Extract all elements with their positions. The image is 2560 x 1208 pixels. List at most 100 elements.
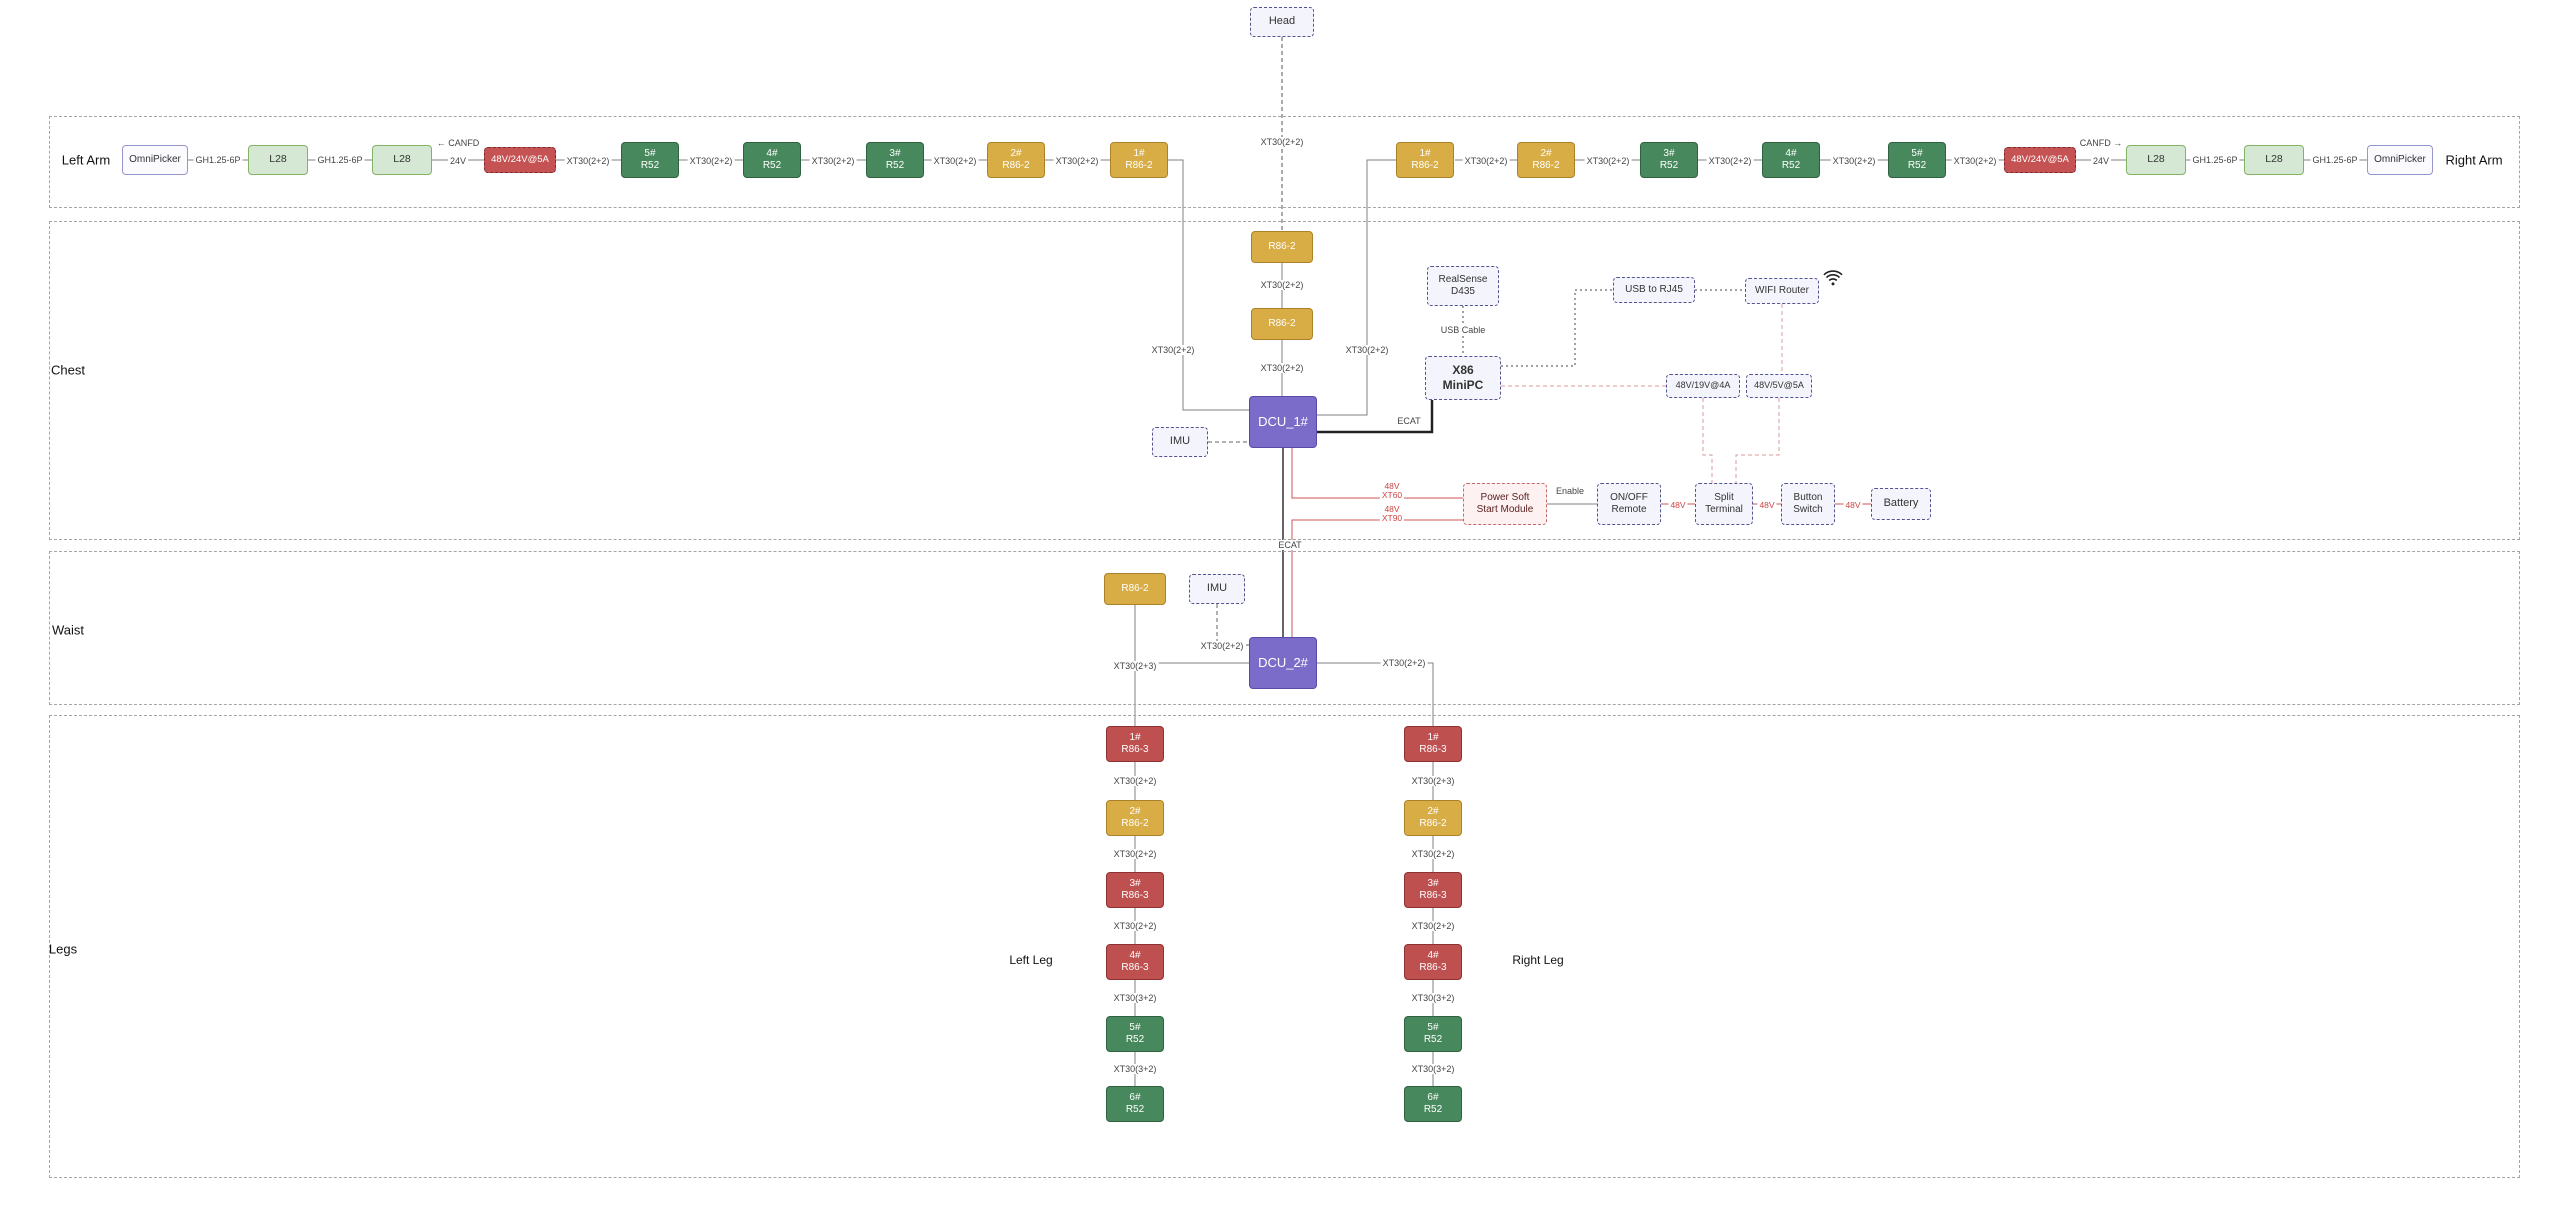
node-converter-19v: 48V/19V@4A: [1666, 374, 1740, 398]
node-waist-r86: R86-2: [1104, 573, 1166, 605]
node-realsense: RealSense D435: [1427, 266, 1499, 306]
node-split-terminal: Split Terminal: [1695, 483, 1753, 525]
edge-label: GH1.25-6P: [2190, 155, 2240, 165]
waist-label: Waist: [51, 622, 85, 638]
node-usb-to-rj45: USB to RJ45: [1613, 277, 1695, 303]
node-right-arm-joint2: 2# R86-2: [1517, 142, 1575, 178]
node-left-arm-joint3: 3# R52: [866, 142, 924, 178]
edge-label: XT30(2+2): [1111, 776, 1159, 786]
edge-label: XT30(2+2): [564, 156, 612, 166]
arms-section: [49, 116, 2520, 208]
edge-label: XT30(2+2): [1706, 156, 1754, 166]
edge-label-ecat: ECAT: [1276, 540, 1304, 550]
node-right-leg-joint6: 6# R52: [1404, 1086, 1462, 1122]
node-left-leg-joint1: 1# R86-3: [1106, 726, 1164, 762]
node-left-l28-2: L28: [372, 145, 432, 175]
node-right-leg-joint1: 1# R86-3: [1404, 726, 1462, 762]
node-left-arm-joint4: 4# R52: [743, 142, 801, 178]
node-right-leg-joint2: 2# R86-2: [1404, 800, 1462, 836]
node-right-leg-joint3: 3# R86-3: [1404, 872, 1462, 908]
node-right-l28-2: L28: [2244, 145, 2304, 175]
edge-label: XT30(2+2): [1198, 641, 1246, 651]
edge-label-enable: Enable: [1553, 486, 1587, 496]
left-leg-label: Left Leg: [1009, 953, 1053, 967]
node-dcu2: DCU_2#: [1249, 637, 1317, 689]
node-right-omnipicker: OmniPicker: [2367, 145, 2433, 175]
edge-label-left-arm-drop: XT30(2+2): [1149, 345, 1197, 355]
node-right-l28-1: L28: [2126, 145, 2186, 175]
edge-label-canfd: ← CANFD: [434, 138, 482, 148]
edge-label: XT30(2+3): [1111, 661, 1159, 671]
node-left-arm-joint2: 2# R86-2: [987, 142, 1045, 178]
node-left-arm-joint1: 1# R86-2: [1110, 142, 1168, 178]
edge-label: XT30(2+2): [1830, 156, 1878, 166]
edge-label: XT30(3+2): [1111, 1064, 1159, 1074]
chest-label: Chest: [51, 362, 85, 378]
node-left-leg-joint5: 5# R52: [1106, 1016, 1164, 1052]
edge-label: XT30(2+2): [931, 156, 979, 166]
edge-label: XT30(2+2): [1951, 156, 1999, 166]
edge-label: XT30(2+2): [1053, 156, 1101, 166]
edge-label: GH1.25-6P: [2310, 155, 2360, 165]
left-arm-label: Left Arm: [61, 152, 111, 168]
node-right-leg-joint5: 5# R52: [1404, 1016, 1462, 1052]
node-chest-imu: IMU: [1152, 427, 1208, 457]
node-left-l28-1: L28: [248, 145, 308, 175]
edge-label: XT30(2+2): [1409, 849, 1457, 859]
edge-label: XT30(2+2): [1409, 921, 1457, 931]
edge-label-xt60: XT60: [1379, 490, 1405, 500]
edge-label: XT30(2+2): [687, 156, 735, 166]
edge-label: XT30(2+2): [1462, 156, 1510, 166]
edge-label-48v: 48V: [1668, 500, 1688, 510]
node-right-arm-joint5: 5# R52: [1888, 142, 1946, 178]
edge-label-48v: 48V: [1757, 500, 1777, 510]
node-button-switch: Button Switch: [1781, 483, 1835, 525]
edge-label: XT30(2+2): [809, 156, 857, 166]
node-waist-imu: IMU: [1189, 574, 1245, 604]
chest-section: [49, 221, 2520, 540]
node-battery: Battery: [1871, 488, 1931, 520]
edge-label-48v: 48V: [1843, 500, 1863, 510]
edge-label: XT30(2+2): [1111, 921, 1159, 931]
right-arm-label: Right Arm: [2445, 152, 2503, 168]
node-left-leg-joint3: 3# R86-3: [1106, 872, 1164, 908]
edge-label: GH1.25-6P: [193, 155, 243, 165]
node-x86-minipc: X86 MiniPC: [1425, 356, 1501, 400]
node-right-leg-joint4: 4# R86-3: [1404, 944, 1462, 980]
edge-label: GH1.25-6P: [315, 155, 365, 165]
wifi-icon: [1822, 266, 1844, 293]
node-chest-r86-top: R86-2: [1251, 231, 1313, 263]
node-dcu1: DCU_1#: [1249, 396, 1317, 448]
node-left-leg-joint4: 4# R86-3: [1106, 944, 1164, 980]
edge-label: XT30(3+2): [1111, 993, 1159, 1003]
edge-label: XT30(2+3): [1409, 776, 1457, 786]
node-chest-r86-mid: R86-2: [1251, 308, 1313, 340]
edge-label-xt90: XT90: [1379, 513, 1405, 523]
edge-label-right-arm-drop: XT30(2+2): [1343, 345, 1391, 355]
node-left-leg-joint2: 2# R86-2: [1106, 800, 1164, 836]
edge-label: XT30(2+2): [1258, 280, 1306, 290]
right-leg-label: Right Leg: [1512, 953, 1564, 967]
node-right-arm-psu: 48V/24V@5A: [2004, 147, 2076, 173]
node-right-arm-joint4: 4# R52: [1762, 142, 1820, 178]
waist-section: [49, 551, 2520, 705]
edge-label: XT30(2+2): [1584, 156, 1632, 166]
legs-label: Legs: [48, 941, 78, 957]
node-left-arm-psu: 48V/24V@5A: [484, 147, 556, 173]
edge-label: XT30(2+2): [1258, 363, 1306, 373]
edge-label-usb-cable: USB Cable: [1438, 325, 1488, 335]
edge-label: 24V: [447, 156, 469, 166]
edge-label: XT30(2+2): [1380, 658, 1428, 668]
edge-label-48v: 48V: [1382, 504, 1402, 514]
node-wifi-router: WIFI Router: [1745, 278, 1819, 304]
node-converter-5v: 48V/5V@5A: [1746, 374, 1812, 398]
node-left-omnipicker: OmniPicker: [122, 145, 188, 175]
edge-label-48v: 48V: [1382, 481, 1402, 491]
node-onoff-remote: ON/OFF Remote: [1597, 483, 1661, 525]
node-left-arm-joint5: 5# R52: [621, 142, 679, 178]
legs-section: [49, 715, 2520, 1178]
node-head: Head: [1250, 7, 1314, 37]
edge-label: 24V: [2090, 156, 2112, 166]
edge-label: XT30(3+2): [1409, 1064, 1457, 1074]
